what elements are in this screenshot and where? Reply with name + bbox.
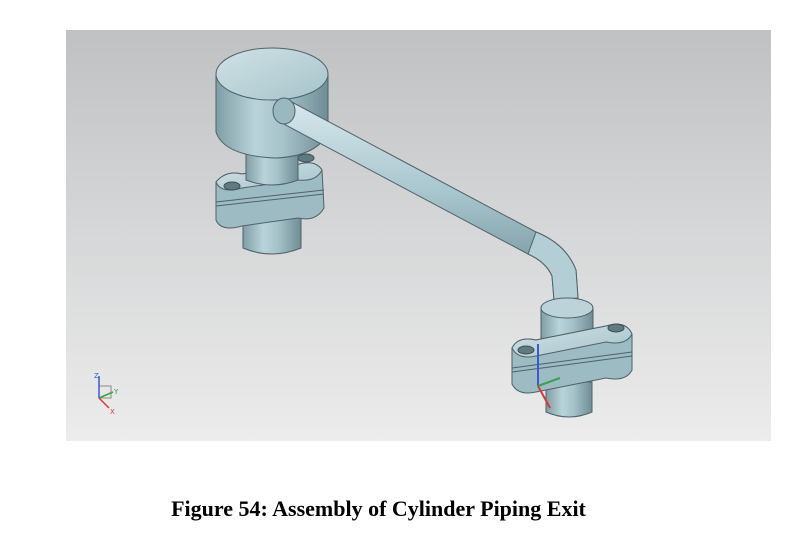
cad-model-canvas[interactable]: Z Y X [66,30,771,441]
part-coordinate-system [537,344,561,409]
cad-viewport[interactable]: Z Y X [66,30,771,441]
right-flange-assembly[interactable] [511,297,633,418]
left-flange-assembly[interactable] [215,47,329,255]
figure-caption: Figure 54: Assembly of Cylinder Piping E… [171,496,586,521]
triad-x-label: X [110,408,115,416]
view-triad: Z Y X [94,372,119,416]
triad-y-label: Y [113,388,119,396]
triad-z-label: Z [94,372,99,380]
